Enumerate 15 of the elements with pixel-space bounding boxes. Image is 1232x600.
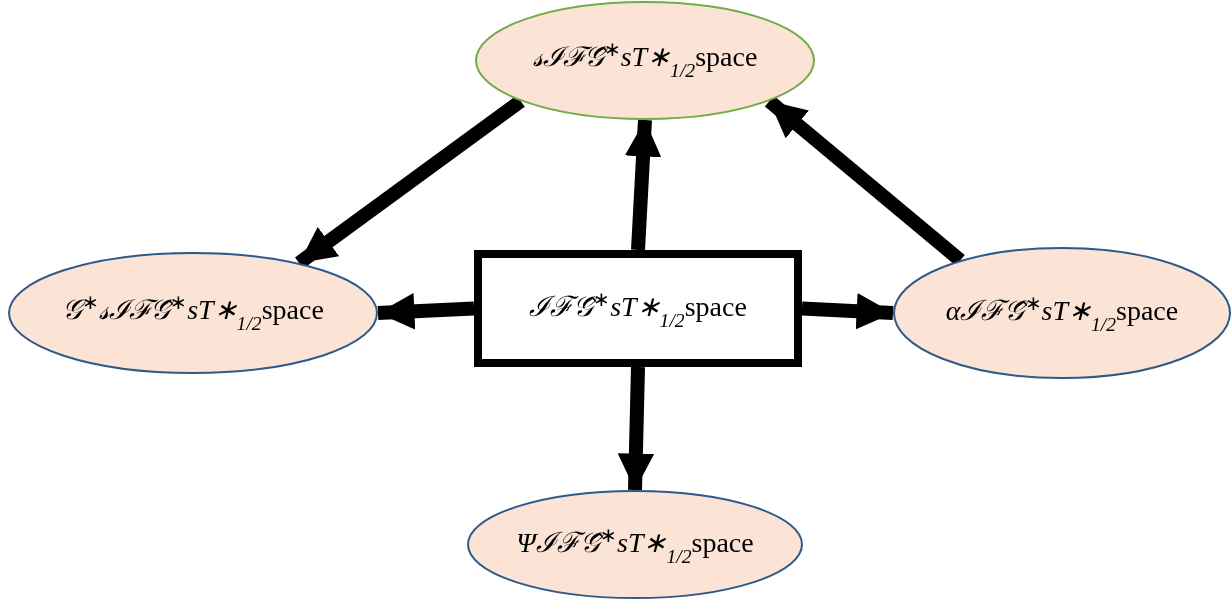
arrow [624, 119, 662, 251]
node-label: 𝒢$^{∗}$𝓈ℐℱ𝒢̂$^{∗}$sT∗$_{1/2}$space [62, 290, 324, 336]
node-label: Ψℐℱ𝒢̂$^{∗}$sT∗$_{1/2}$space [516, 523, 754, 568]
ellipse-node [467, 490, 803, 599]
arrow [377, 293, 475, 330]
arrow [801, 293, 894, 330]
arrow [764, 95, 965, 266]
node-label: 𝓈ℐℱ𝒢̂$^{∗}$sT∗$_{1/2}$space [532, 38, 758, 83]
ellipse-node [475, 1, 815, 120]
node-label: ℐℱ𝒢̂$^{∗}$sT∗$_{1/2}$space [529, 287, 747, 332]
ellipse-node [8, 252, 378, 374]
process-box [474, 250, 802, 367]
ellipse-node [893, 247, 1231, 379]
node-label: αℐℱ𝒢̂$^{∗}$sT∗$_{1/2}$space [945, 291, 1179, 336]
arrow [617, 366, 655, 491]
